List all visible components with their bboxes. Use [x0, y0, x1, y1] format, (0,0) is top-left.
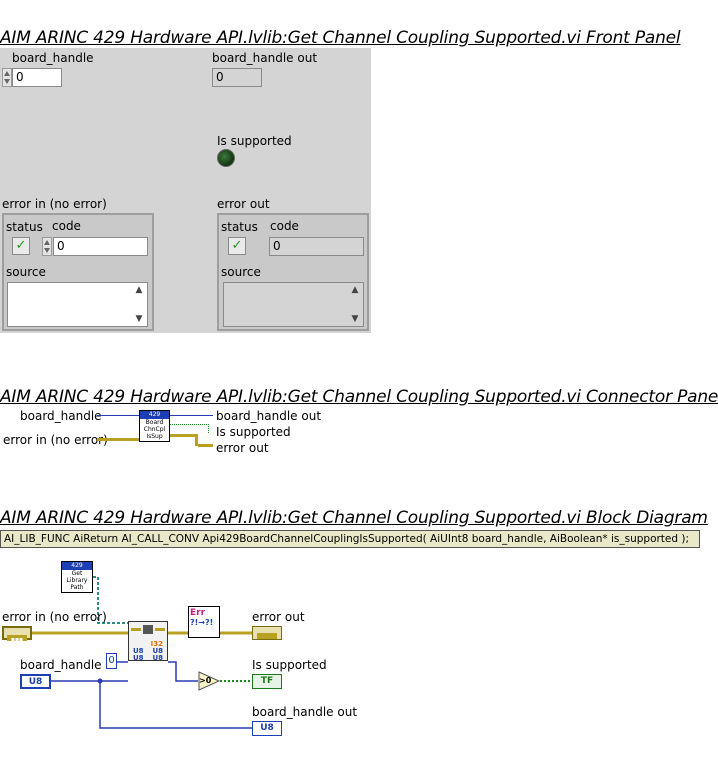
- cp-wire-error-in: [97, 438, 140, 441]
- get-library-path-line-1: Get: [71, 570, 83, 577]
- cp-wire-is-supported: [170, 424, 209, 433]
- is-supported-led: [217, 149, 235, 167]
- error-out-status-label: status: [221, 220, 258, 234]
- get-library-path-line-2: Library: [66, 577, 88, 584]
- cp-input-board-handle: board_handle: [20, 409, 102, 423]
- scroll-up-icon[interactable]: ▲: [351, 285, 359, 295]
- is-supported-label: Is supported: [217, 134, 292, 148]
- zero-constant[interactable]: 0: [106, 653, 117, 669]
- bd-is-supported-label: Is supported: [252, 658, 327, 672]
- clfn-header-icon: [129, 622, 167, 637]
- error-in-status-label: status: [6, 220, 43, 234]
- block-diagram-wires: [32, 576, 252, 729]
- error-in-status-checkbox[interactable]: ✓: [12, 237, 30, 255]
- error-out-code-label: code: [270, 219, 299, 233]
- bd-error-in-terminal[interactable]: ▪▪▪: [2, 626, 32, 643]
- error-out-source-scrollbar[interactable]: ▲▼: [349, 285, 361, 324]
- cp-vi-icon-line-3: IsSup: [146, 433, 163, 440]
- cp-input-error-in: error in (no error): [3, 433, 108, 447]
- error-in-source-input[interactable]: ▲▼: [7, 282, 148, 327]
- error-in-code-label: code: [52, 219, 81, 233]
- bd-is-supported-terminal[interactable]: TF: [252, 674, 282, 689]
- greater-than-zero-text: >0: [199, 676, 212, 685]
- error-out-source-indicator: ▲▼: [223, 282, 364, 327]
- error-out-code-indicator: 0: [269, 237, 364, 256]
- cp-wire-board-handle: [97, 415, 140, 416]
- board-handle-increment-decrement[interactable]: [2, 68, 12, 87]
- scroll-down-icon[interactable]: ▼: [135, 314, 143, 324]
- scroll-up-icon[interactable]: ▲: [135, 285, 143, 295]
- error-in-source-label: source: [6, 265, 46, 279]
- connector-pane-title: AIM ARINC 429 Hardware API.lvlib:Get Cha…: [0, 387, 718, 407]
- error-converter-arrow: ?!→?!: [190, 618, 214, 627]
- board-handle-label: board_handle: [12, 51, 94, 65]
- error-in-code-input[interactable]: 0: [53, 237, 148, 256]
- bd-board-handle-out-terminal[interactable]: U8: [252, 721, 282, 736]
- clfn-row-return: I32: [150, 640, 163, 648]
- cp-output-is-supported: Is supported: [216, 425, 291, 439]
- block-diagram-title: AIM ARINC 429 Hardware API.lvlib:Get Cha…: [0, 508, 708, 528]
- get-library-path-badge: 429: [62, 562, 92, 570]
- front-panel-title: AIM ARINC 429 Hardware API.lvlib:Get Cha…: [0, 28, 681, 48]
- cp-vi-icon-line-1: Board: [145, 419, 164, 426]
- bd-error-in-label: error in (no error): [2, 610, 107, 624]
- clfn-row-board-handle-out: U8: [152, 647, 163, 655]
- board-handle-out-indicator: 0: [212, 68, 262, 87]
- board-handle-out-label: board_handle out: [212, 51, 318, 65]
- clfn-row-is-supported-out: U8: [152, 654, 163, 662]
- bd-board-handle-label: board_handle: [20, 658, 102, 672]
- error-in-code-increment-decrement[interactable]: [42, 237, 52, 256]
- board-handle-input[interactable]: 0: [12, 68, 62, 87]
- clfn-row-is-supported-in: U8: [133, 654, 144, 662]
- cp-wire-board-handle-out: [170, 415, 213, 416]
- clfn-row-board-handle-in: U8: [133, 647, 144, 655]
- error-out-source-label: source: [221, 265, 261, 279]
- cp-output-error-out: error out: [216, 441, 269, 455]
- cp-vi-icon-line-2: ChnCpl: [143, 426, 166, 433]
- cp-output-board-handle-out: board_handle out: [216, 409, 322, 423]
- cp-vi-icon: 429 Board ChnCpl IsSup: [139, 410, 170, 442]
- get-library-path-subvi[interactable]: 429 Get Library Path: [61, 561, 93, 593]
- error-out-label: error out: [217, 197, 270, 211]
- error-in-source-scrollbar[interactable]: ▲▼: [133, 285, 145, 324]
- cp-wire-error-out-a: [170, 434, 198, 446]
- error-converter-text: Err: [190, 608, 206, 618]
- bd-board-handle-terminal[interactable]: U8: [20, 674, 51, 689]
- bd-error-out-label: error out: [252, 610, 305, 624]
- clfn-row-board-handle: U8 U8: [129, 648, 167, 655]
- scroll-down-icon[interactable]: ▼: [351, 314, 359, 324]
- error-out-status-indicator: ✓: [228, 237, 246, 255]
- cp-vi-icon-badge: 429: [140, 411, 169, 419]
- clfn-row-is-supported: U8 U8: [129, 655, 167, 662]
- cp-wire-error-out-b: [198, 444, 213, 447]
- bd-error-out-terminal[interactable]: [252, 626, 282, 640]
- error-converter-subvi[interactable]: Err ?!→?!: [188, 606, 220, 638]
- dll-function-prototype-comment: AI_LIB_FUNC AiReturn AI_CALL_CONV Api429…: [0, 530, 700, 548]
- error-in-label: error in (no error): [2, 197, 107, 211]
- greater-than-zero-node[interactable]: [198, 671, 221, 691]
- svg-text:▪▪▪: ▪▪▪: [11, 636, 23, 643]
- bd-board-handle-out-label: board_handle out: [252, 705, 358, 719]
- get-library-path-line-3: Path: [70, 584, 84, 591]
